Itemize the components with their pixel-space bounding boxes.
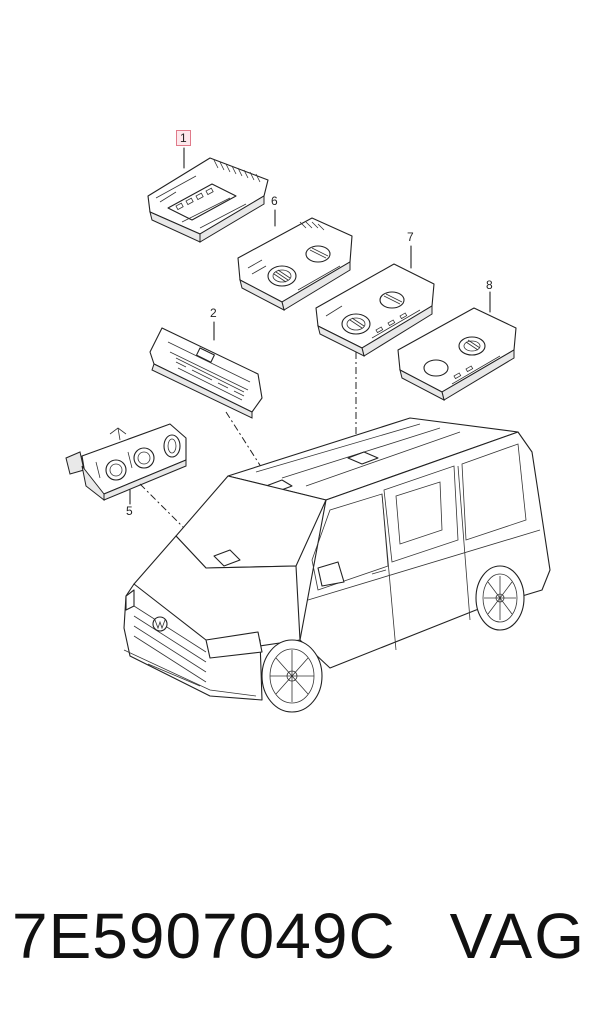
callout-8[interactable]: 8: [486, 278, 493, 292]
part-2-switch-module[interactable]: [149, 327, 263, 419]
part-number: 7E5907049C: [12, 900, 396, 972]
footer: 7E5907049C VAG: [0, 888, 600, 988]
brand-label: VAG: [449, 900, 586, 972]
vehicle-van: [123, 417, 551, 713]
part-7-overhead-console[interactable]: [315, 263, 435, 357]
part-8-overhead-console[interactable]: [397, 307, 517, 401]
location-line-5: [139, 483, 217, 561]
callout-5[interactable]: 5: [126, 504, 133, 518]
callout-6[interactable]: 6: [271, 194, 278, 208]
part-6-overhead-console[interactable]: [237, 217, 353, 311]
part-1-overhead-panel[interactable]: [147, 157, 269, 243]
callout-2[interactable]: 2: [210, 306, 217, 320]
part-5-climate-control[interactable]: [65, 423, 187, 502]
parts-diagram: [65, 147, 551, 713]
callout-7[interactable]: 7: [407, 230, 414, 244]
callout-1[interactable]: 1: [176, 130, 191, 146]
